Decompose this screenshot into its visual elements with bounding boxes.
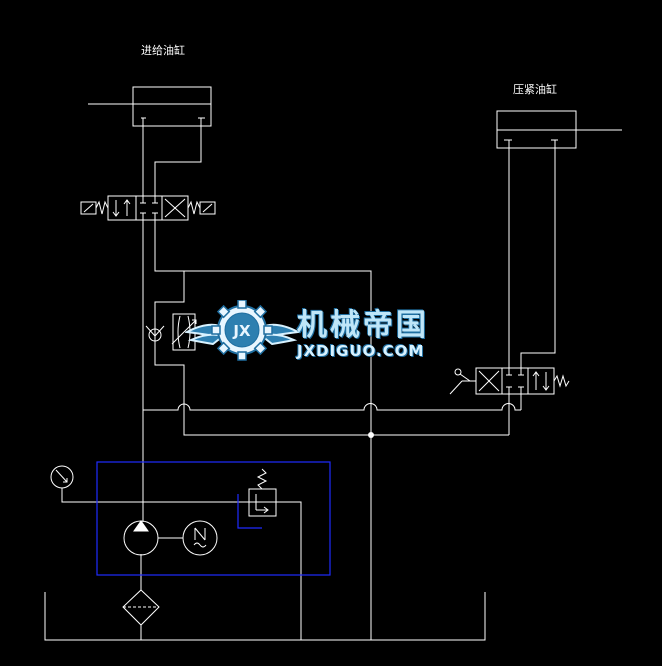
watermark: JX 机械帝国 JXDIGUO.COM <box>183 299 485 370</box>
clamp-line-b <box>520 140 556 368</box>
pressure-gauge-icon <box>50 465 74 489</box>
power-unit-box <box>96 461 331 576</box>
filter-icon <box>122 589 160 626</box>
gauge-line <box>61 488 302 640</box>
feed-cylinder-label: 进给油缸 <box>141 44 185 57</box>
watermark-title: 机械帝国 <box>297 308 429 343</box>
feed-cylinder <box>88 86 212 127</box>
jx-gear-logo-icon: JX <box>183 299 302 361</box>
feed-directional-valve <box>80 195 216 221</box>
pressure-line-upper <box>154 220 372 402</box>
hydraulic-pump-icon <box>123 520 159 556</box>
clamp-cylinder-label: 压紧油缸 <box>513 83 557 96</box>
relief-drain-line <box>237 494 262 529</box>
tank <box>44 592 486 641</box>
feed-line-b <box>154 118 202 196</box>
watermark-url: JXDIGUO.COM <box>297 342 425 360</box>
return-main-line <box>183 402 509 436</box>
electric-motor-icon <box>182 520 218 556</box>
clamp-directional-valve <box>449 367 570 395</box>
pressure-main-line <box>143 403 521 411</box>
logo-letters: JX <box>232 322 251 340</box>
relief-valve-icon <box>248 468 277 517</box>
clamp-cylinder <box>496 110 622 149</box>
junction-dot <box>368 432 374 438</box>
